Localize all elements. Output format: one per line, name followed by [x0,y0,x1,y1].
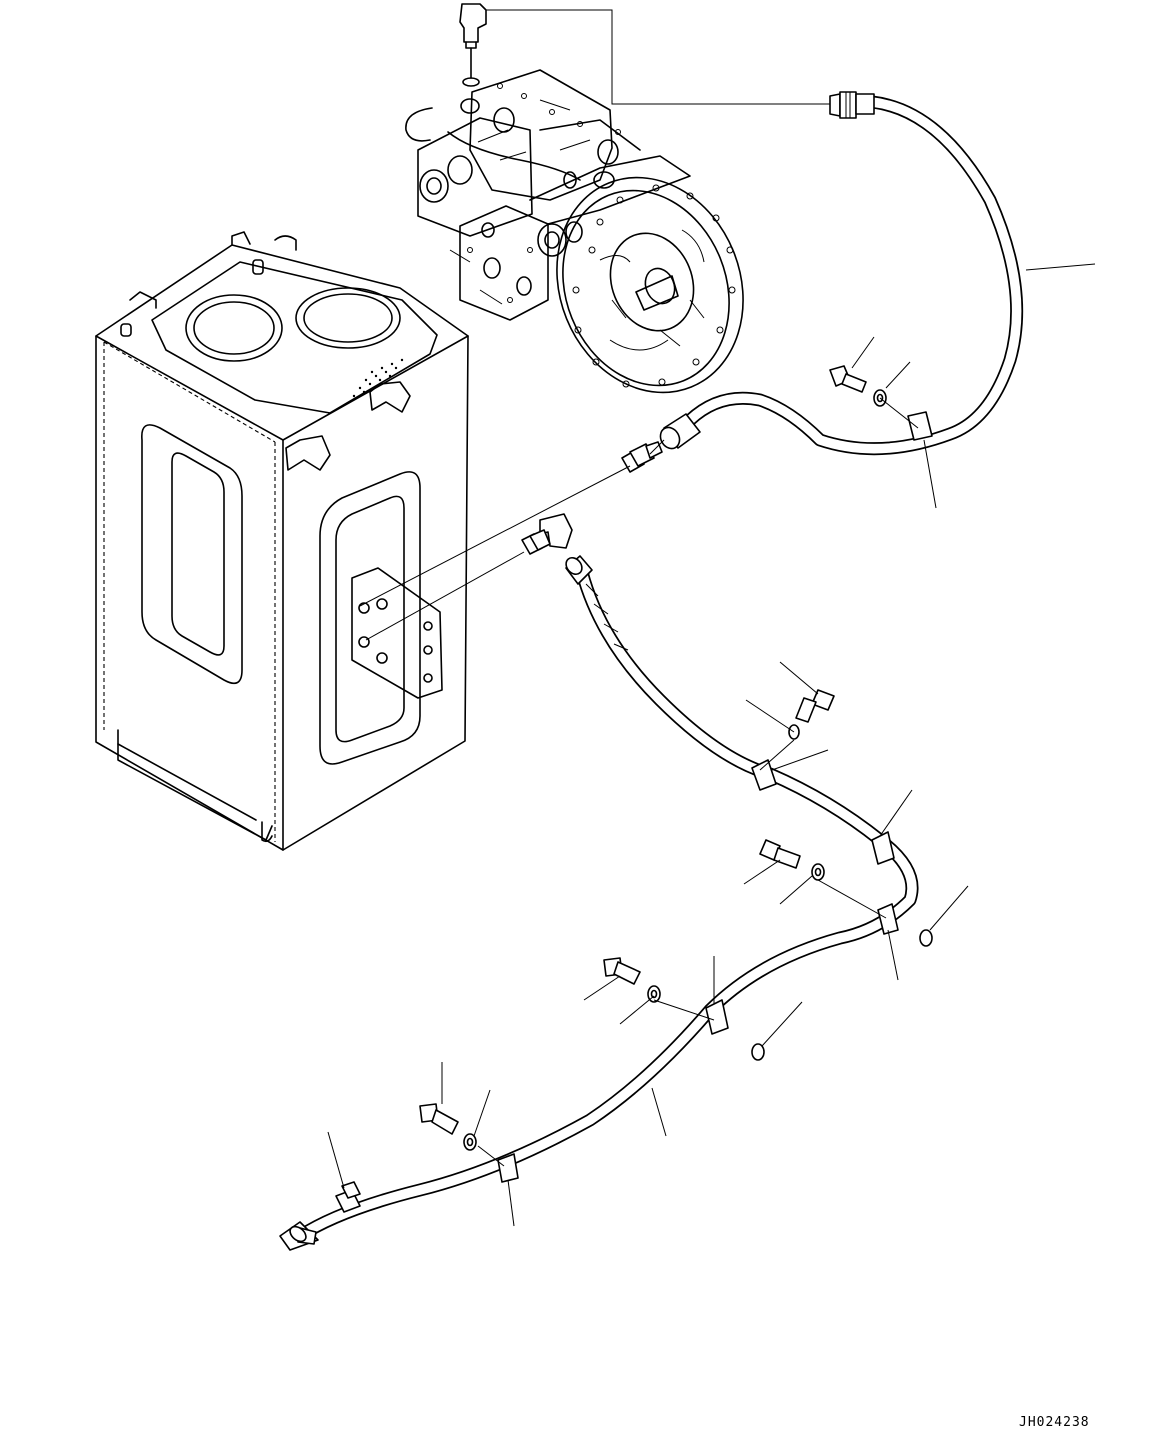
lower-hose [280,555,968,1250]
tank-fittings [360,440,664,640]
hydraulic-tank [96,232,468,850]
tank-mesh-dots [352,358,404,398]
hydraulic-pump [406,4,775,421]
upper-hose [486,10,1095,508]
drawing-code: JH024238 [1019,1415,1090,1430]
